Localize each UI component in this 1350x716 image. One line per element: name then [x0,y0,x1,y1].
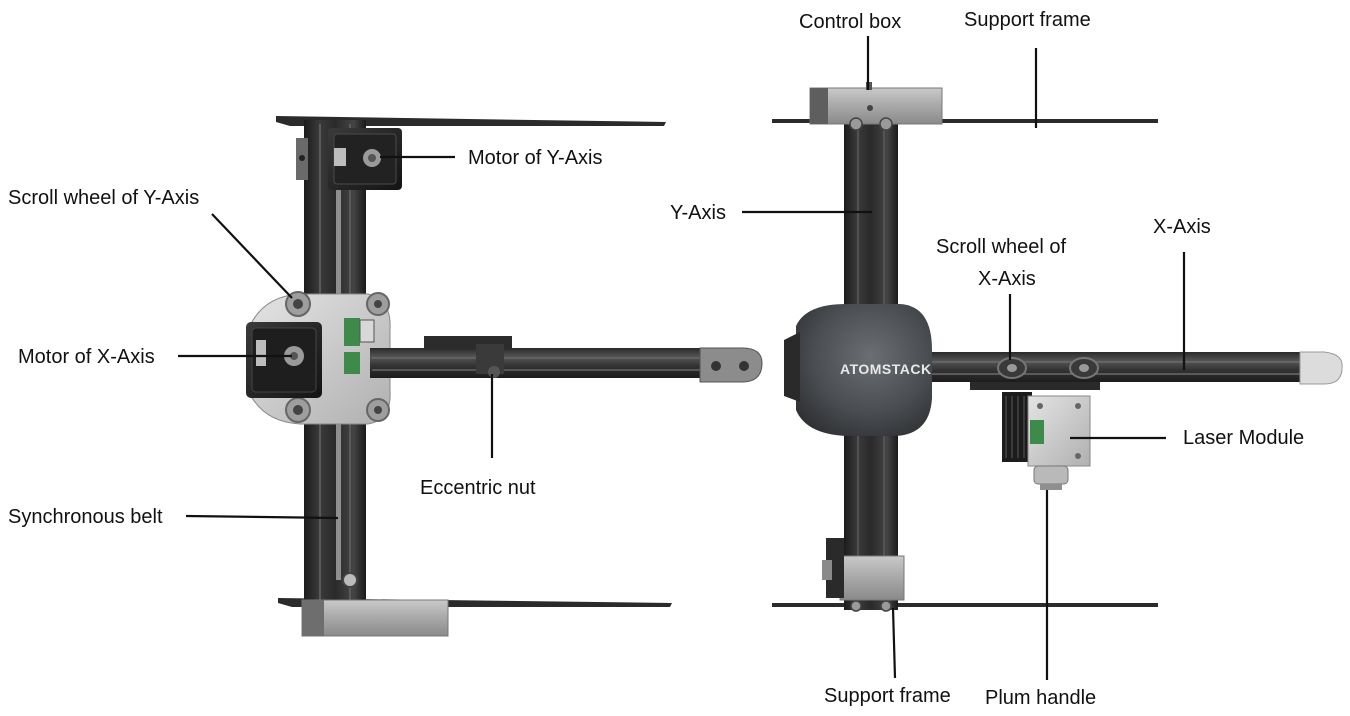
label-motor-x-axis: Motor of X-Axis [18,346,155,368]
label-x-axis: X-Axis [1153,216,1211,238]
left-x-axis-rail [370,348,728,378]
label-synchronous-belt: Synchronous belt [8,506,163,528]
left-motor-x-axis [246,322,322,398]
left-leader-lines [178,155,494,520]
right-view-machine: ATOMSTACK [772,82,1343,612]
left-motor-y-axis [328,128,402,190]
left-view-machine [246,116,763,637]
label-support-frame-top: Support frame [964,9,1091,31]
right-laser-module [1002,392,1091,490]
right-x-axis-rail [900,352,1316,382]
right-top-support-frame [772,119,1158,123]
right-bottom-block [822,538,905,612]
right-control-box [809,82,943,131]
label-scroll-wheel-y-axis: Scroll wheel of Y-Axis [8,187,199,209]
label-plum-handle: Plum handle [985,687,1096,709]
atomstack-logo: ATOMSTACK [840,361,932,377]
label-eccentric-nut: Eccentric nut [420,477,536,499]
label-control-box: Control box [799,11,901,33]
right-scroll-wheels-x-axis [970,357,1100,390]
left-bottom-box [301,572,449,637]
label-support-frame-bottom: Support frame [824,685,951,707]
label-scroll-wheel-x-axis-line2: X-Axis [978,268,1036,290]
left-top-support-plate [276,116,666,126]
right-leader-lines [742,36,1186,680]
label-y-axis: Y-Axis [670,202,726,224]
right-bottom-support-frame [772,603,1158,607]
label-scroll-wheel-x-axis-line1: Scroll wheel of [936,236,1067,258]
label-laser-module: Laser Module [1183,427,1304,449]
label-motor-y-axis: Motor of Y-Axis [468,147,603,169]
leader-synchronous-belt [185,514,339,520]
right-gantry-housing: ATOMSTACK [784,304,932,436]
leader-support-frame-bottom [891,607,897,679]
leader-scroll-wheel-y-axis [211,213,293,299]
